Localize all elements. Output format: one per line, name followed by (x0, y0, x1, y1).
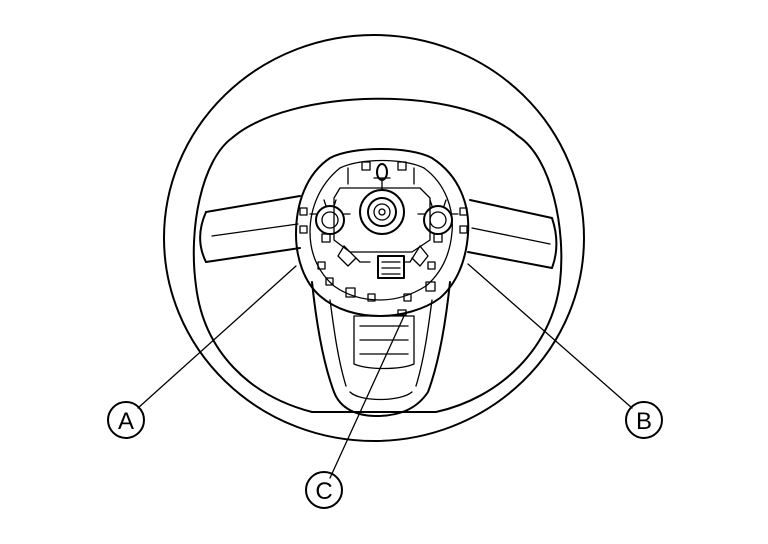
connector-block (337, 245, 429, 279)
left-mounting-boss (309, 199, 351, 243)
callout-a-label: A (118, 408, 134, 435)
right-mounting-boss (417, 199, 459, 243)
hub-plate (295, 148, 470, 317)
callout-a-circle (107, 401, 145, 439)
callout-a: A (107, 401, 145, 439)
center-boss (359, 163, 405, 235)
lower-spoke (311, 281, 451, 417)
callout-c: C (305, 471, 343, 509)
callout-c-circle (305, 471, 343, 509)
steering-wheel-rim (163, 34, 585, 442)
leader-lines (137, 263, 633, 479)
callout-c-label: C (315, 478, 332, 505)
callout-b-label: B (636, 408, 652, 435)
right-spoke (467, 199, 558, 269)
left-spoke (199, 195, 301, 263)
hub-clips (299, 161, 468, 316)
callout-b: B (625, 401, 663, 439)
callout-b-circle (625, 401, 663, 439)
